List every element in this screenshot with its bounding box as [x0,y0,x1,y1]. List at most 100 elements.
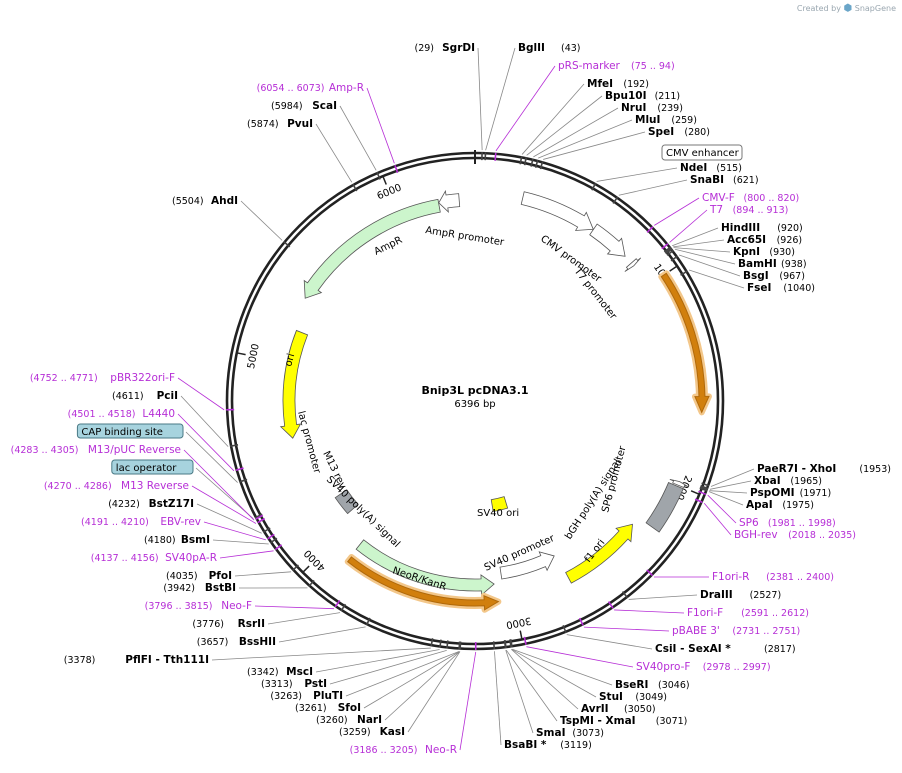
site-label-bgh-rev[interactable]: BGH-rev(2018 .. 2035) [734,529,856,541]
leader-prs-marker [496,66,555,151]
site-label-bpu10i[interactable]: Bpu10I(211) [605,90,680,102]
site-label-apai[interactable]: ApaI(1975) [746,499,814,511]
site-name-cap-binding-site: CAP binding site [81,427,163,438]
site-label-acc65i[interactable]: Acc65I(926) [727,234,802,246]
site-label-sv40pa-r[interactable]: SV40pA-R(4137 .. 4156) [91,552,217,564]
site-pos-sfoi: (3261) [295,703,327,714]
site-label-sp6[interactable]: SP6(1981 .. 1998) [739,517,836,529]
site-label-sgrdi[interactable]: SgrDI(29) [414,42,475,54]
leader-sp6 [708,495,736,523]
site-label-neo-f[interactable]: Neo-F(3796 .. 3815) [145,600,252,612]
site-name-pbr322ori-f: pBR322ori-F [110,372,175,384]
site-label-f1ori-f[interactable]: F1ori-F(2591 .. 2612) [687,607,809,619]
site-label-f1ori-r[interactable]: F1ori-R(2381 .. 2400) [712,571,834,583]
site-label-csii[interactable]: CsiI - SexAI *(2817) [655,643,796,655]
feature-cmv-promoter[interactable] [590,224,625,256]
site-label-m13-reverse[interactable]: M13 Reverse(4270 .. 4286) [44,480,189,492]
site-label-pflfi[interactable]: PflFI - Tth111I(3378) [64,654,209,666]
site-label-prs-marker[interactable]: pRS-marker(75 .. 94) [558,60,675,72]
site-label-msci[interactable]: MscI(3342) [247,666,313,678]
site-label-pbr322ori-f[interactable]: pBR322ori-F(4752 .. 4771) [30,372,175,384]
site-label-amp-r[interactable]: Amp-R(6054 .. 6073) [257,82,364,94]
site-label-neo-r[interactable]: Neo-R(3186 .. 3205) [350,744,457,756]
leader-pbr322ori-f [178,378,224,410]
site-label-pfoi[interactable]: PfoI(4035) [166,570,232,582]
site-label-bseri[interactable]: BseRI(3046) [615,679,690,691]
site-label-xbai[interactable]: XbaI(1965) [754,475,822,487]
site-label-mfei[interactable]: MfeI(192) [587,78,649,90]
site-label-stui[interactable]: StuI(3049) [599,691,667,703]
site-label-bamhi[interactable]: BamHI(938) [738,258,807,270]
site-label-hindiii[interactable]: HindIII(920) [721,222,803,234]
site-label-cmv-f[interactable]: CMV-F(800 .. 820) [702,192,799,204]
feature-bgh-poly-a-signal[interactable] [646,483,683,533]
site-label-kpni[interactable]: KpnI(930) [733,246,795,258]
leader-neo-r [460,652,476,750]
site-label-ndei[interactable]: NdeI(515) [680,162,742,174]
site-label-paer7i[interactable]: PaeR7I - XhoI(1953) [757,463,891,475]
site-label-bglii[interactable]: BglII(43) [518,42,581,54]
tick-mark-6000 [383,177,386,184]
site-name-snabi: SnaBI [690,174,724,186]
site-name-ahdi: AhdI [211,195,238,207]
feature-bnip3l[interactable] [661,273,709,412]
site-pos-cmv-f: (800 .. 820) [744,193,800,204]
site-label-sv40pro-f[interactable]: SV40pro-F(2978 .. 2997) [636,661,771,673]
site-label-spei[interactable]: SpeI(280) [648,126,710,138]
site-label-bsgi[interactable]: BsgI(967) [743,270,805,282]
site-pos-bsshii: (3657) [197,637,229,648]
site-label-kasi[interactable]: KasI(3259) [339,726,405,738]
site-name-l4440: L4440 [142,408,175,420]
site-label-pluti[interactable]: PluTI(3263) [270,690,343,702]
leader-avrii [511,649,578,709]
site-label-snabi[interactable]: SnaBI(621) [690,174,759,186]
site-label-avrii[interactable]: AvrII(3050) [581,703,656,715]
site-name-smai: SmaI [536,727,566,739]
site-label-psti[interactable]: PstI(3313) [261,678,327,690]
site-label-bstbi[interactable]: BstBI(3942) [163,582,236,594]
site-pos-avrii: (3050) [624,704,656,715]
site-label-bsmi[interactable]: BsmI(4180) [144,534,210,546]
site-pos-sv40pro-f: (2978 .. 2997) [703,662,771,673]
site-label-pbabe3[interactable]: pBABE 3'(2731 .. 2751) [672,625,800,637]
feature-ampr-promoter[interactable] [439,191,460,212]
site-label-bstz17i[interactable]: BstZ17I(4232) [108,498,194,510]
site-label-sfoi[interactable]: SfoI(3261) [295,702,361,714]
leader-xbai [710,481,751,489]
site-pos-t7: (894 .. 913) [733,205,789,216]
site-label-cap-binding-site[interactable]: CAP binding site [77,424,183,438]
site-label-m13-puc-reverse[interactable]: M13/pUC Reverse(4283 .. 4305) [11,444,181,456]
site-label-ebv-rev[interactable]: EBV-rev(4191 .. 4210) [81,516,201,528]
site-name-prs-marker: pRS-marker [558,60,621,72]
site-label-bsabi[interactable]: BsaBI *(3119) [504,739,592,751]
site-label-tspmi[interactable]: TspMI - XmaI(3071) [560,715,687,727]
site-name-nrui: NruI [621,102,646,114]
site-label-draiii[interactable]: DraIII(2527) [700,589,781,601]
site-label-ahdi[interactable]: AhdI(5504) [172,195,238,207]
site-label-t7[interactable]: T7(894 .. 913) [709,204,788,216]
site-name-rsrii: RsrII [238,618,265,630]
site-label-smai[interactable]: SmaI(3073) [536,727,604,739]
site-label-pvui[interactable]: PvuI(5874) [247,118,313,130]
site-label-l4440[interactable]: L4440(4501 .. 4518) [68,408,175,420]
site-label-nrui[interactable]: NruI(239) [621,102,683,114]
site-pos-xbai: (1965) [790,476,822,487]
site-name-kpni: KpnI [733,246,760,258]
site-label-nari[interactable]: NarI(3260) [316,714,382,726]
leader-ahdi [241,201,282,240]
site-name-bsabi: BsaBI * [504,739,547,751]
site-label-pspomi[interactable]: PspOMI(1971) [750,487,831,499]
leader-bgh-rev [704,503,731,535]
site-label-fsei[interactable]: FseI(1040) [747,282,815,294]
site-label-scai[interactable]: ScaI(5984) [271,100,337,112]
feature-t7-promoter[interactable] [625,258,641,272]
site-pos-ebv-rev: (4191 .. 4210) [81,517,149,528]
feature-cmv-enhancer[interactable] [521,192,593,231]
site-label-rsrii[interactable]: RsrII(3776) [192,618,265,630]
site-label-lac-operator[interactable]: lac operator [112,460,193,474]
site-label-bsshii[interactable]: BssHII(3657) [197,636,276,648]
site-label-pcii[interactable]: PciI(4611) [112,390,178,402]
site-label-mlui[interactable]: MluI(259) [635,114,697,126]
site-name-acc65i: Acc65I [727,234,766,246]
